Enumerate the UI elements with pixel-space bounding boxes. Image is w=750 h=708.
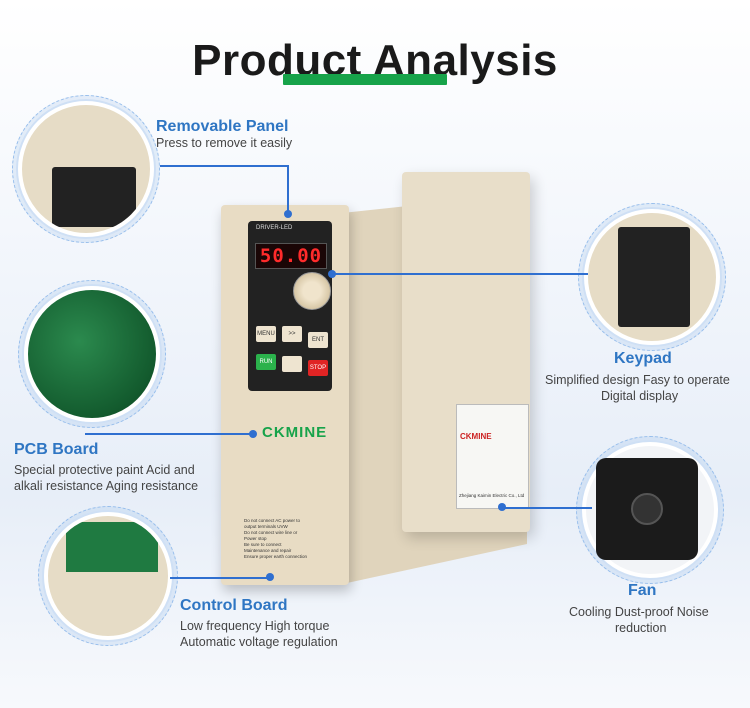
fan-title: Fan (628, 582, 657, 599)
removable-panel-desc: Press to remove it easily (156, 136, 293, 150)
removable-panel-ring (12, 95, 160, 243)
stop-key: STOP (308, 360, 328, 376)
control-board-image (44, 512, 172, 640)
shift-key: >> (282, 326, 302, 342)
control-board-title: Control Board (180, 597, 288, 614)
title-underline (283, 74, 447, 85)
nameplate: Zhejiang Kaimin Electric Co., Ltd (456, 404, 529, 509)
control-board-ring (38, 506, 178, 646)
control-board-connector (170, 577, 270, 579)
potentiometer-knob (293, 272, 331, 310)
led-display: 50.00 (255, 243, 327, 269)
keypad-ring (578, 203, 726, 351)
removable-panel-title: Removable Panel (156, 118, 289, 135)
control-board-dot (266, 573, 274, 581)
device-brand-logo: CKMINE (262, 424, 328, 441)
fan-hub (631, 493, 663, 525)
removable-panel-connector (160, 165, 288, 167)
pcb-board-desc-2: alkali resistance Aging resistance (14, 479, 199, 493)
pcb-board-ring (18, 280, 166, 428)
fan-desc-1: Cooling Dust-proof Noise (569, 605, 709, 619)
nameplate-company: Zhejiang Kaimin Electric Co., Ltd (459, 493, 525, 498)
keypad-title: Keypad (614, 350, 672, 367)
fan-dot (498, 503, 506, 511)
keypad-desc-2: Digital display (601, 389, 679, 403)
control-board-desc-1: Low frequency High torque (180, 619, 330, 633)
nameplate-brand: CKMINE (460, 432, 492, 441)
menu-key: MENU (256, 326, 276, 342)
run-key: RUN (256, 354, 276, 370)
removable-panel-image (18, 101, 154, 237)
keypad-dot (328, 270, 336, 278)
pcb-board-title: PCB Board (14, 441, 99, 458)
keypad-desc-1: Simplified design Fasy to operate (545, 373, 730, 387)
enter-key: ENT (308, 332, 328, 348)
keypad-connector (332, 273, 588, 275)
pcb-board-desc-1: Special protective paint Acid and (14, 463, 195, 477)
fan-connector (502, 507, 592, 509)
warning-label: Do not connect AC power to output termin… (244, 518, 308, 559)
pcb-dot (249, 430, 257, 438)
pcb-connector (85, 433, 253, 435)
keypad-image (584, 209, 720, 345)
ok-key (282, 356, 302, 372)
fan-ring (576, 436, 724, 584)
removable-panel-dot (284, 210, 292, 218)
keypad-brand: DRIVER-LED (256, 225, 293, 231)
removable-panel-connector-v (287, 165, 289, 213)
pcb-board-image (24, 286, 160, 422)
control-board-desc-2: Automatic voltage regulation (180, 635, 338, 649)
fan-desc-2: reduction (615, 621, 667, 635)
